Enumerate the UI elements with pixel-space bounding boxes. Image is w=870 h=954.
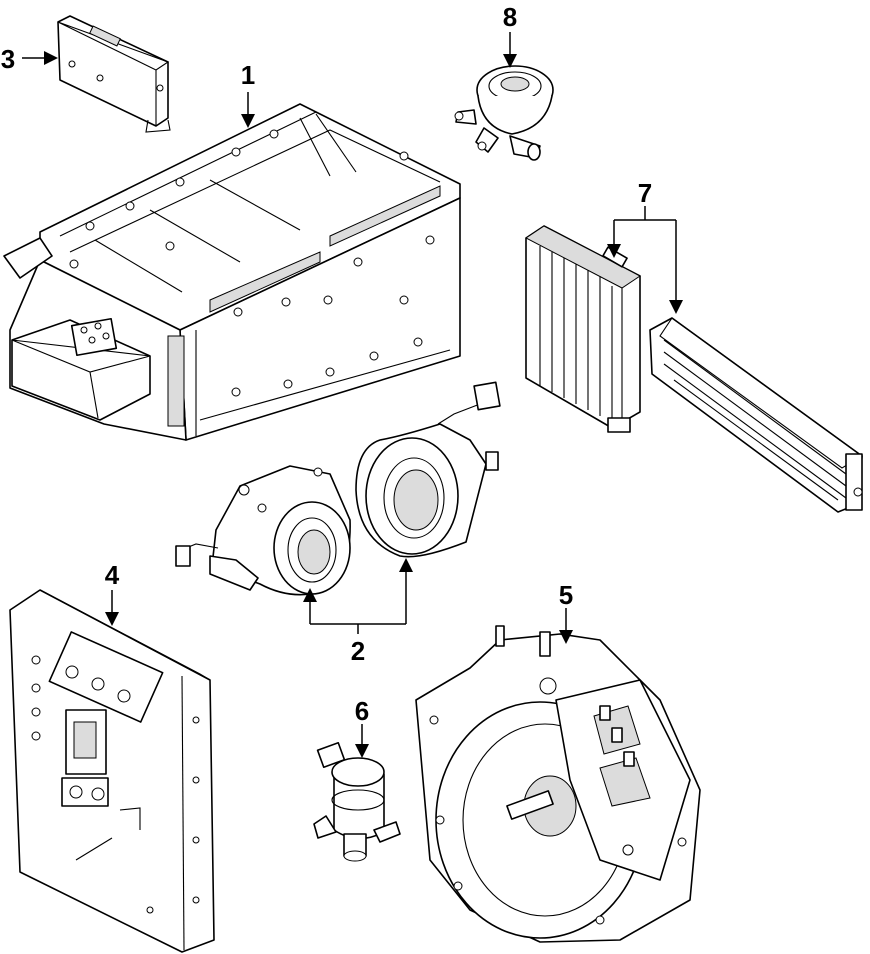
part-6-coolant-pump[interactable] <box>313 741 401 862</box>
part-1-battery-pack[interactable] <box>3 103 461 441</box>
part-5-drive-unit[interactable] <box>415 625 701 943</box>
callout-8: 8 <box>503 2 517 32</box>
part-8-coolant-valve[interactable] <box>454 65 554 161</box>
part-2-blower-fans[interactable] <box>175 381 501 596</box>
callout-3: 3 <box>1 44 15 74</box>
callout-1: 1 <box>241 60 255 90</box>
callout-7: 7 <box>638 178 652 208</box>
part-4-inverter[interactable] <box>9 589 215 953</box>
leader-lines <box>22 32 683 758</box>
part-7-radiators[interactable] <box>525 225 863 513</box>
callout-5: 5 <box>559 580 573 610</box>
callout-labels: 1 3 8 7 2 4 6 5 <box>1 2 652 726</box>
callout-4: 4 <box>105 560 120 590</box>
callout-6: 6 <box>355 696 369 726</box>
part-3-control-module[interactable] <box>57 15 171 133</box>
callout-2: 2 <box>351 636 365 666</box>
